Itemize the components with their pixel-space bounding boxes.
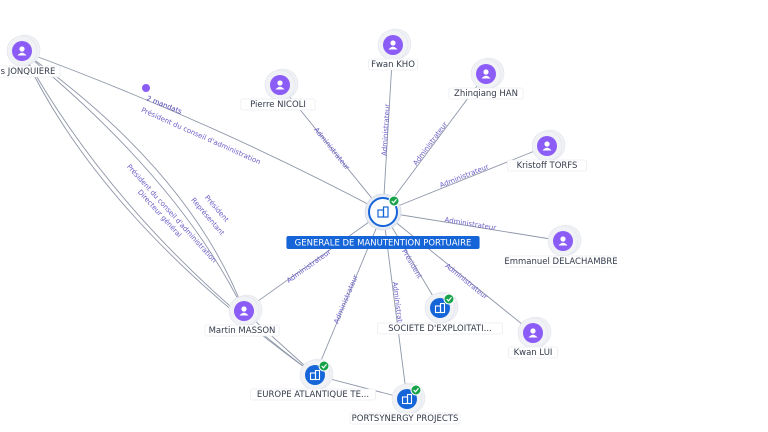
person-node-emmanuel_delachambre[interactable]: Emmanuel DELACHAMBRE xyxy=(504,224,618,268)
node-label: Zhinqiang HAN xyxy=(448,87,524,100)
node-label: Martin MASSON xyxy=(204,324,280,337)
edge-jonquiere-martin_masson xyxy=(21,50,245,312)
svg-text:Pierre NICOLI: Pierre NICOLI xyxy=(250,100,306,110)
svg-text:Fwan KHO: Fwan KHO xyxy=(371,60,415,70)
node-label: Kristoff TORFS xyxy=(506,159,587,172)
verified-check-icon xyxy=(318,360,330,372)
verified-check-icon xyxy=(388,195,400,207)
center-company-label: GENERALE DE MANUTENTION PORTUAIRE xyxy=(286,236,480,249)
company-node-portsynergy[interactable]: PORTSYNERGY PROJECTS xyxy=(349,382,461,425)
person-icon xyxy=(388,40,398,50)
person-icon xyxy=(481,69,491,79)
nodes-layer: s JONQUIERE Fwan KHO Pierre NICOLI Zhinqian… xyxy=(0,28,618,425)
edge-label: Administrateur xyxy=(439,163,491,190)
node-label: PORTSYNERGY PROJECTS xyxy=(349,412,461,425)
edge-label: Président du conseil d'administration xyxy=(140,106,262,166)
edge-label: Administrateur xyxy=(312,126,351,172)
svg-text:SOCIETE D'EXPLOITATI...: SOCIETE D'EXPLOITATI... xyxy=(388,324,492,334)
person-node-kristoff_torfs[interactable]: Kristoff TORFS xyxy=(506,129,587,172)
verified-check-icon xyxy=(443,293,455,305)
edge-label: Administrateur xyxy=(412,120,450,167)
edge-jonquiere-martin_masson xyxy=(21,50,245,312)
svg-text:PORTSYNERGY PROJECTS: PORTSYNERGY PROJECTS xyxy=(352,414,459,424)
node-label: Kwan LUI xyxy=(508,346,558,359)
svg-text:Emmanuel DELACHAMBRE: Emmanuel DELACHAMBRE xyxy=(504,257,617,267)
person-node-pierre_nicoli[interactable]: Pierre NICOLI xyxy=(240,68,316,111)
building-icon xyxy=(377,206,389,218)
node-label: Emmanuel DELACHAMBRE xyxy=(504,255,618,268)
edge-label: Administrateur xyxy=(444,216,497,232)
edge-label: Administrateur xyxy=(332,273,359,324)
node-label: s JONQUIERE xyxy=(0,65,61,78)
mandate-badge-icon xyxy=(142,84,150,92)
edge-label: Administrateur xyxy=(285,248,332,285)
person-icon xyxy=(542,141,552,151)
svg-text:s JONQUIERE: s JONQUIERE xyxy=(1,67,56,77)
node-label: SOCIETE D'EXPLOITATI... xyxy=(377,322,503,335)
person-node-kwan_lui[interactable]: Kwan LUI xyxy=(508,316,558,359)
edge-martin_masson-gmp xyxy=(243,211,384,312)
person-icon xyxy=(558,236,568,246)
edge-label: Administrateur xyxy=(380,103,391,156)
person-node-zhinqiang_han[interactable]: Zhinqiang HAN xyxy=(448,57,524,100)
building-icon xyxy=(434,302,446,314)
verified-check-icon xyxy=(410,384,422,396)
company-node-societe_exploitation[interactable]: SOCIETE D'EXPLOITATI... xyxy=(377,291,503,335)
person-node-martin_masson[interactable]: Martin MASSON xyxy=(204,294,280,337)
building-icon xyxy=(309,369,321,381)
person-node-jonquiere[interactable]: s JONQUIERE xyxy=(0,34,61,78)
company-node-europe_atlantique[interactable]: EUROPE ATLANTIQUE TE... xyxy=(250,358,376,401)
center-company-node[interactable]: GENERALE DE MANUTENTION PORTUAIRE xyxy=(286,193,480,249)
svg-text:Martin MASSON: Martin MASSON xyxy=(209,326,276,336)
svg-text:GENERALE DE MANUTENTION PORTUA: GENERALE DE MANUTENTION PORTUAIRE xyxy=(295,239,472,249)
node-label: Fwan KHO xyxy=(368,58,418,71)
svg-text:Kristoff TORFS: Kristoff TORFS xyxy=(517,161,578,171)
person-icon xyxy=(17,46,27,56)
edge-fwan_kho-gmp xyxy=(382,44,394,213)
building-icon xyxy=(401,393,413,405)
edge-kwan_lui-gmp xyxy=(382,211,534,334)
edge-emmanuel_delachambre-gmp xyxy=(382,211,564,242)
person-icon xyxy=(275,80,285,90)
node-label: Pierre NICOLI xyxy=(240,98,316,111)
svg-text:Kwan LUI: Kwan LUI xyxy=(514,348,553,358)
edge-label: Président xyxy=(400,248,424,280)
person-icon xyxy=(239,306,249,316)
svg-text:Zhinqiang HAN: Zhinqiang HAN xyxy=(454,89,518,99)
edge-societe_exploitation-gmp xyxy=(382,211,441,309)
node-label: EUROPE ATLANTIQUE TE... xyxy=(250,388,376,401)
svg-text:EUROPE ATLANTIQUE TE...: EUROPE ATLANTIQUE TE... xyxy=(257,390,369,400)
edge-jonquiere-gmp xyxy=(21,50,384,213)
person-icon xyxy=(528,328,538,338)
edge-kristoff_torfs-gmp xyxy=(382,145,548,213)
person-node-fwan_kho[interactable]: Fwan KHO xyxy=(368,28,418,71)
